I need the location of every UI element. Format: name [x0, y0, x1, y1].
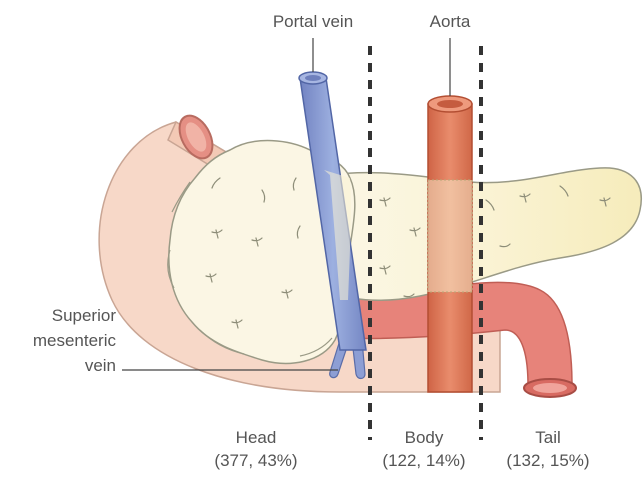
region-body-name: Body	[364, 428, 484, 448]
portal-vein-label: Portal vein	[250, 12, 376, 32]
region-tail-detail: (132, 15%)	[488, 451, 608, 471]
smv-label-line1: Superior	[10, 306, 116, 326]
pancreas-body-tail	[330, 168, 641, 300]
region-tail-name: Tail	[488, 428, 608, 448]
region-body-detail: (122, 14%)	[364, 451, 484, 471]
region-head-name: Head	[196, 428, 316, 448]
region-head-detail: (377, 43%)	[196, 451, 316, 471]
smv-label-line3: vein	[10, 356, 116, 376]
smv-label-line2: mesenteric	[10, 331, 116, 351]
aorta-label: Aorta	[410, 12, 490, 32]
